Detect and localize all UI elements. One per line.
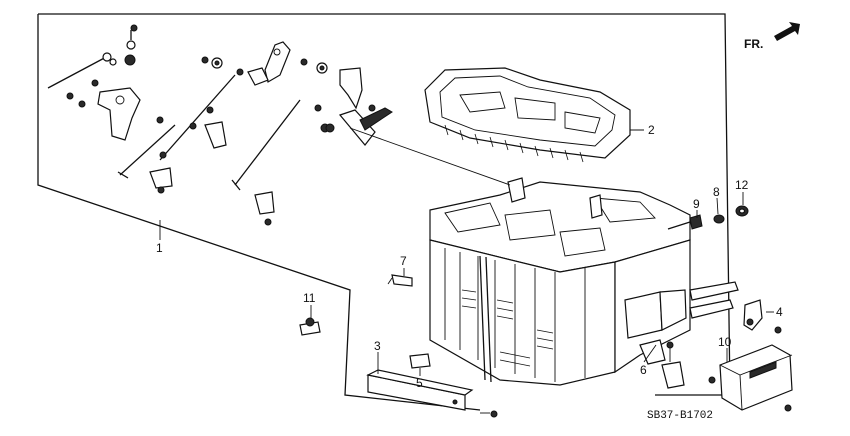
washer-part-8 [713,214,725,224]
callout-3: 3 [374,339,381,353]
group-boundary-line-left [37,14,481,411]
callout-10: 10 [718,335,732,349]
clip-part-4 [743,299,782,334]
callout-4: 4 [776,305,783,319]
callout-12: 12 [735,178,749,192]
callout-2: 2 [648,123,655,137]
heater-housing [429,177,739,386]
clip-part-5 [409,353,431,369]
callout-7: 7 [400,254,407,268]
leader-lines [159,127,774,376]
drawing-code: SB37-B1702 [647,410,713,422]
screw-part-9 [667,214,703,230]
linkage-cluster [47,24,393,226]
front-direction-indicator: FR. [744,22,800,51]
front-direction-label: FR. [744,37,763,51]
bracket-part-6 [661,341,685,389]
grommet-part-11 [299,317,321,336]
callout-5: 5 [416,376,423,390]
callout-11: 11 [303,291,316,305]
front-arrow-icon [774,22,800,41]
resistor-part-10 [708,344,793,412]
gasket-frame [424,67,644,163]
callout-8: 8 [713,185,720,199]
bottom-strip [366,369,498,418]
group-boundary-line [38,13,731,396]
clip-part-7 [391,274,413,287]
callout-1: 1 [156,241,163,255]
callout-9: 9 [693,197,700,211]
callout-6: 6 [640,363,647,377]
